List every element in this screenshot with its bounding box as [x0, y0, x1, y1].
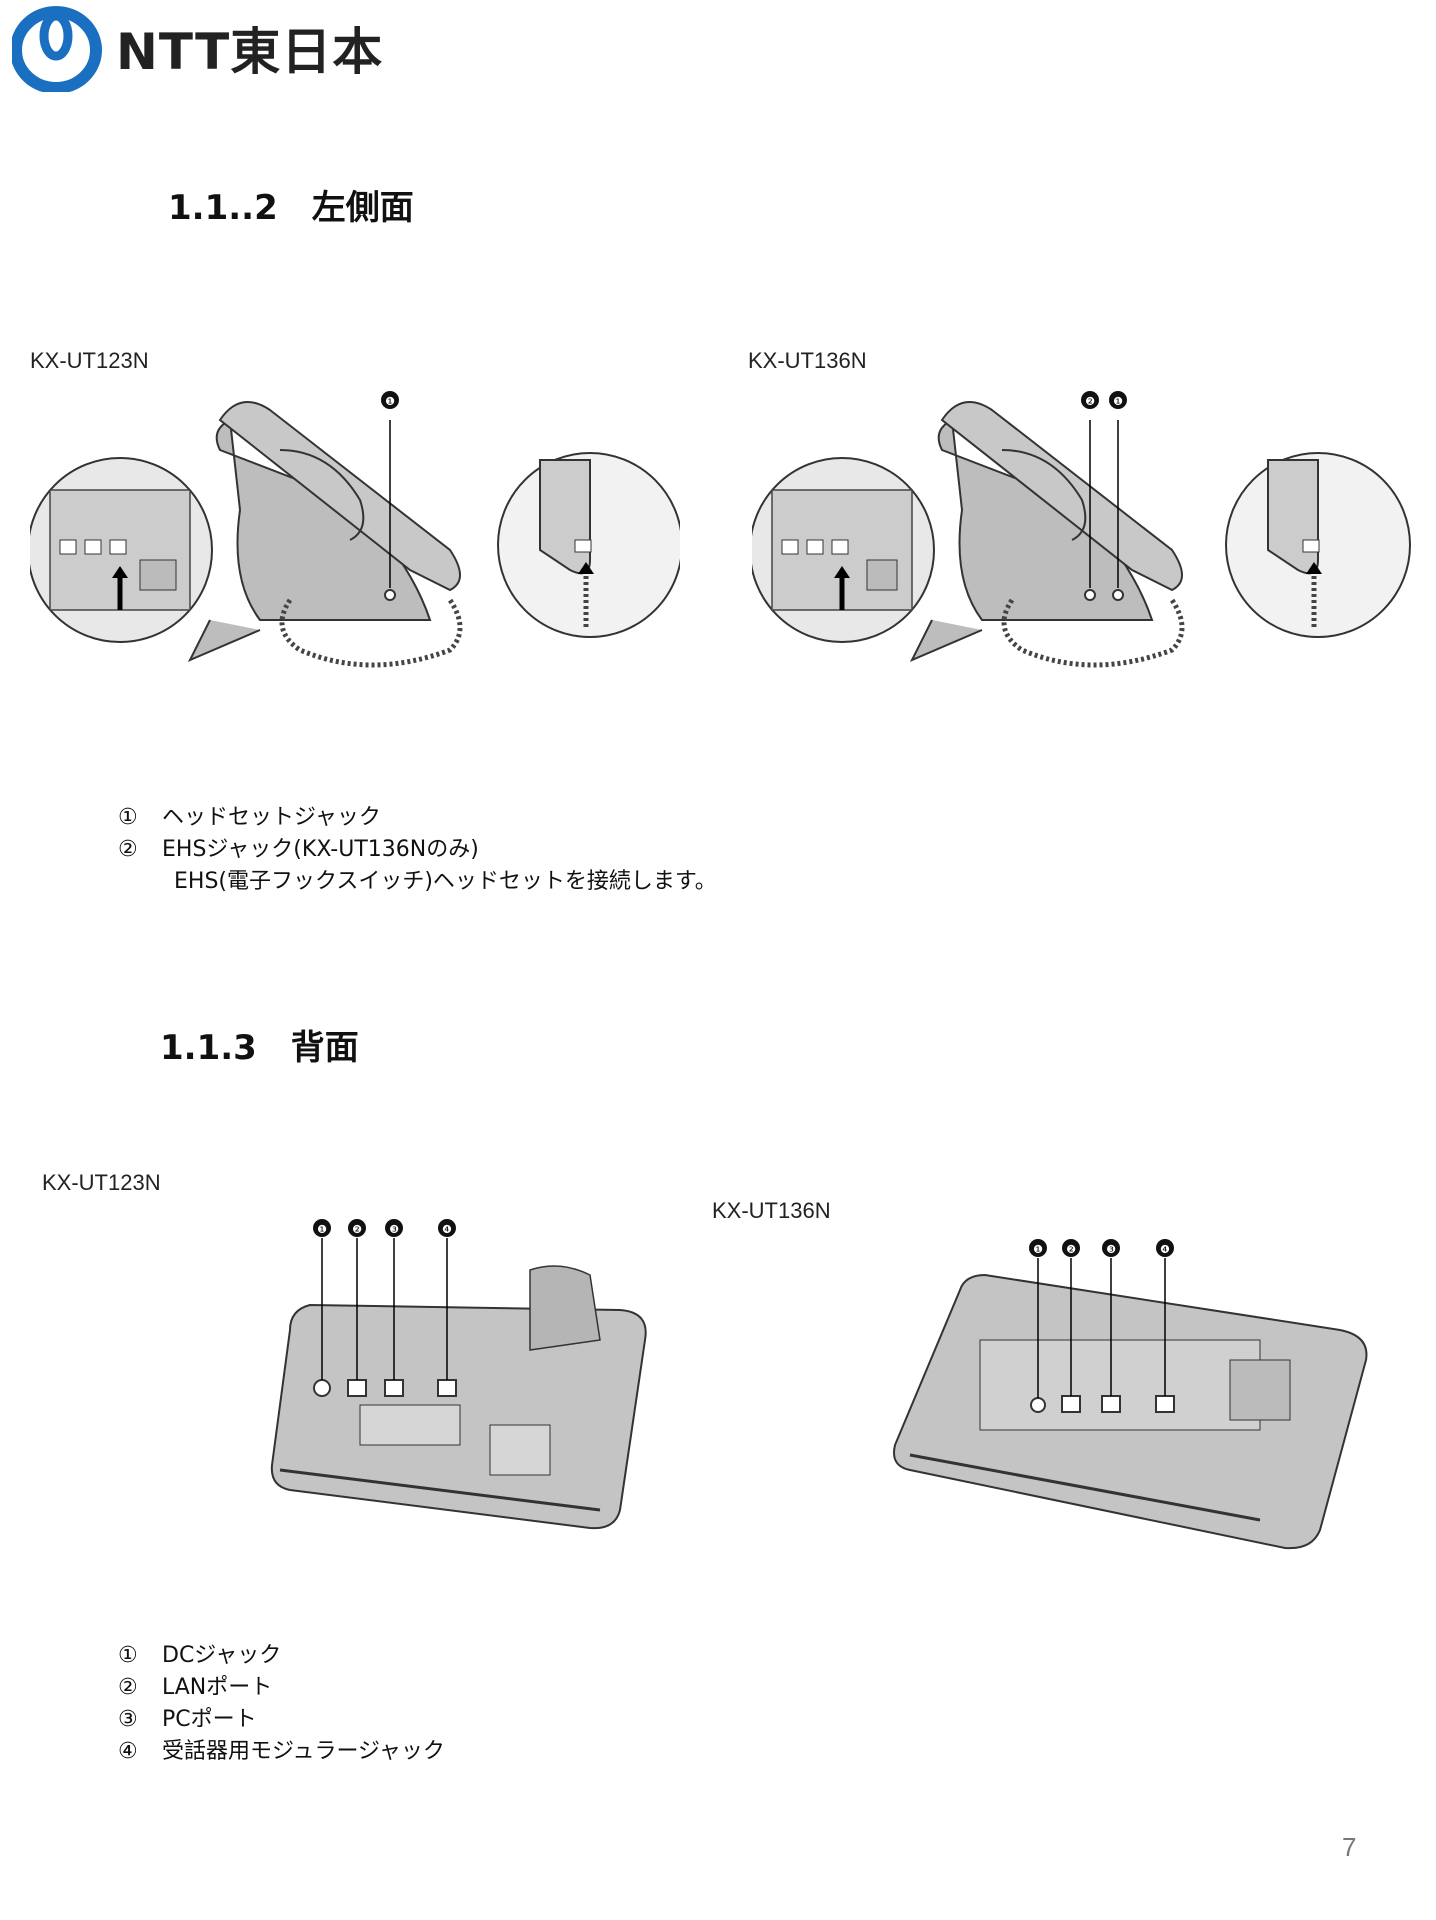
- item-text: ヘッドセットジャック: [162, 805, 381, 830]
- list-item: ② LANポート: [118, 1672, 445, 1704]
- item-note: EHS(電子フックスイッチ)ヘッドセットを接続します。: [174, 869, 717, 894]
- callout-4: ❹: [1160, 1243, 1170, 1256]
- callout-4: ❹: [442, 1223, 452, 1236]
- item-number: ③: [118, 1707, 138, 1732]
- item-number: ②: [118, 1675, 138, 1700]
- callout-2: ❷: [1085, 395, 1095, 408]
- item-number: ②: [118, 837, 138, 862]
- callout-1: ❶: [317, 1223, 327, 1236]
- model-label-a: KX-UT123N: [42, 1170, 161, 1195]
- back-illustration-ut136n: ❶ ❷ ❸ ❹: [893, 1239, 1368, 1550]
- callout-1: ❶: [1033, 1243, 1043, 1256]
- item-text: 受話器用モジュラージャック: [162, 1739, 445, 1764]
- item-number: ①: [118, 805, 138, 830]
- back-items: ① DCジャック ② LANポート ③ PCポート ④ 受話器用モジュラージャック: [118, 1640, 445, 1768]
- list-item: ② EHSジャック(KX-UT136Nのみ): [118, 834, 717, 866]
- model-label-b: KX-UT136N: [748, 348, 867, 373]
- callout-2: ❷: [1066, 1243, 1076, 1256]
- item-text: LANポート: [162, 1675, 273, 1700]
- ntt-logo-mark-icon: [12, 6, 102, 92]
- list-item: ① DCジャック: [118, 1640, 445, 1672]
- model-label-b: KX-UT136N: [712, 1198, 831, 1223]
- item-text: EHSジャック(KX-UT136Nのみ): [162, 837, 479, 862]
- model-label-a: KX-UT123N: [30, 348, 149, 373]
- left-side-items: ① ヘッドセットジャック ② EHSジャック(KX-UT136Nのみ) EHS(電子…: [118, 802, 717, 898]
- item-number: ④: [118, 1739, 138, 1764]
- callout-1: ❶: [385, 395, 395, 408]
- back-illustration-ut123n: ❶ ❷ ❸ ❹: [270, 1219, 647, 1530]
- list-item: ④ 受話器用モジュラージャック: [118, 1736, 445, 1768]
- section-heading-back: 1.1.3 背面: [160, 1028, 359, 1068]
- list-item: ③ PCポート: [118, 1704, 445, 1736]
- left-side-illustration-ut123n: ❶: [30, 391, 680, 668]
- ntt-logo: [12, 6, 412, 92]
- callout-3: ❸: [389, 1223, 399, 1236]
- left-side-illustration-ut136n: ❷ ❶: [752, 391, 1411, 668]
- item-text: DCジャック: [162, 1643, 282, 1668]
- callout-1: ❶: [1113, 395, 1123, 408]
- item-text: PCポート: [162, 1707, 257, 1732]
- list-item: ① ヘッドセットジャック: [118, 802, 717, 834]
- logo-text: NTT東日本: [116, 23, 384, 81]
- page-number: 7: [1342, 1832, 1357, 1862]
- callout-3: ❸: [1106, 1243, 1116, 1256]
- item-number: ①: [118, 1643, 138, 1668]
- section-heading-left-side: 1.1..2 左側面: [168, 188, 414, 228]
- callout-2: ❷: [352, 1223, 362, 1236]
